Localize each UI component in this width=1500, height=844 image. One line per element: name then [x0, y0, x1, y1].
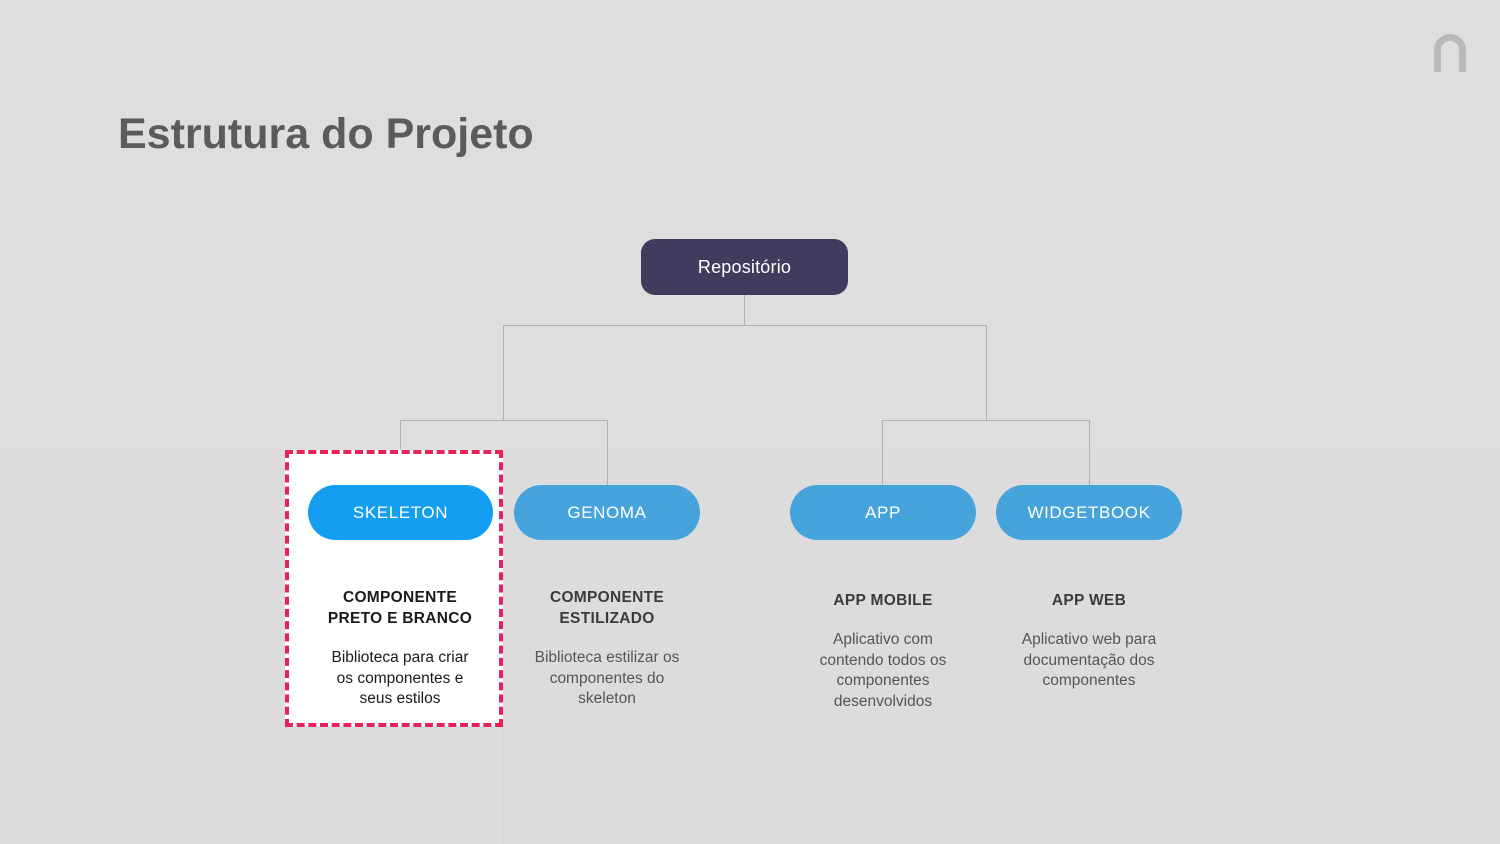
node-pill-app[interactable]: APP	[790, 485, 976, 540]
node-caption-widgetbook: APP WEB	[989, 590, 1189, 611]
connector-top-bar	[503, 325, 987, 326]
node-desc-line1-skeleton: Biblioteca para criar	[331, 649, 469, 666]
node-desc-line2-widgetbook: documentação dos	[1023, 651, 1155, 669]
node-pill-repositorio[interactable]: Repositório	[641, 239, 848, 295]
node-desc-line1-genoma: Biblioteca estilizar os	[534, 649, 680, 666]
node-desc-line2-genoma: componentes do	[549, 669, 665, 687]
node-description-app: Aplicativo com contendo todos os compone…	[783, 630, 983, 712]
node-caption-line1-genoma: COMPONENTE	[549, 589, 665, 606]
connector-root-stem	[744, 293, 745, 325]
node-description-skeleton: Biblioteca para criar os componentes e s…	[300, 648, 500, 710]
node-caption-genoma: COMPONENTE ESTILIZADO	[507, 587, 707, 629]
node-caption-skeleton: COMPONENTE PRETO E BRANCO	[300, 587, 500, 629]
background-band-lower	[0, 450, 1500, 844]
node-label-app: APP	[865, 502, 901, 522]
node-description-genoma: Biblioteca estilizar os componentes do s…	[507, 648, 707, 710]
node-desc-line2-skeleton: os componentes e	[336, 669, 464, 687]
guide-line-right	[503, 727, 504, 844]
node-caption-line1-skeleton: COMPONENTE	[342, 589, 458, 606]
node-caption-line2-genoma: ESTILIZADO	[559, 610, 655, 627]
node-description-widgetbook: Aplicativo web para documentação dos com…	[989, 630, 1189, 692]
connector-left-branch-stem	[503, 325, 504, 420]
node-desc-line1-app: Aplicativo com	[833, 631, 933, 648]
connector-drop-genoma	[607, 420, 608, 488]
node-label-genoma: GENOMA	[567, 502, 647, 522]
page-title: Estrutura do Projeto	[118, 110, 534, 158]
connector-drop-app	[882, 420, 883, 488]
node-desc-line1-widgetbook: Aplicativo web para	[1021, 631, 1157, 648]
node-desc-line3-skeleton: seus estilos	[359, 690, 441, 707]
node-label-skeleton: SKELETON	[352, 502, 449, 522]
guide-line-left	[285, 727, 286, 844]
connector-left-sub-bar	[400, 420, 607, 421]
node-desc-line3-app: componentes	[836, 672, 930, 689]
connector-drop-widgetbook	[1089, 420, 1090, 488]
node-desc-line3-widgetbook: componentes	[1042, 672, 1136, 689]
node-desc-line4-app: desenvolvidos	[833, 692, 933, 710]
node-desc-line3-genoma: skeleton	[578, 690, 636, 707]
node-caption-app: APP MOBILE	[783, 590, 983, 611]
node-pill-genoma[interactable]: GENOMA	[514, 485, 700, 540]
node-label-repositorio: Repositório	[697, 256, 792, 277]
node-caption-line2-skeleton: PRETO E BRANCO	[327, 610, 473, 627]
node-pill-widgetbook[interactable]: WIDGETBOOK	[996, 485, 1182, 540]
node-caption-line1-widgetbook: APP WEB	[1051, 592, 1127, 609]
connector-right-branch-stem	[986, 325, 987, 420]
background-band-upper	[0, 0, 1500, 450]
node-pill-skeleton[interactable]: SKELETON	[308, 485, 493, 540]
node-desc-line2-app: contendo todos os	[819, 651, 947, 669]
arch-n-logo-icon	[1428, 30, 1472, 74]
node-label-widgetbook: WIDGETBOOK	[1027, 502, 1151, 522]
connector-right-sub-bar	[882, 420, 1089, 421]
node-caption-line1-app: APP MOBILE	[833, 592, 933, 609]
